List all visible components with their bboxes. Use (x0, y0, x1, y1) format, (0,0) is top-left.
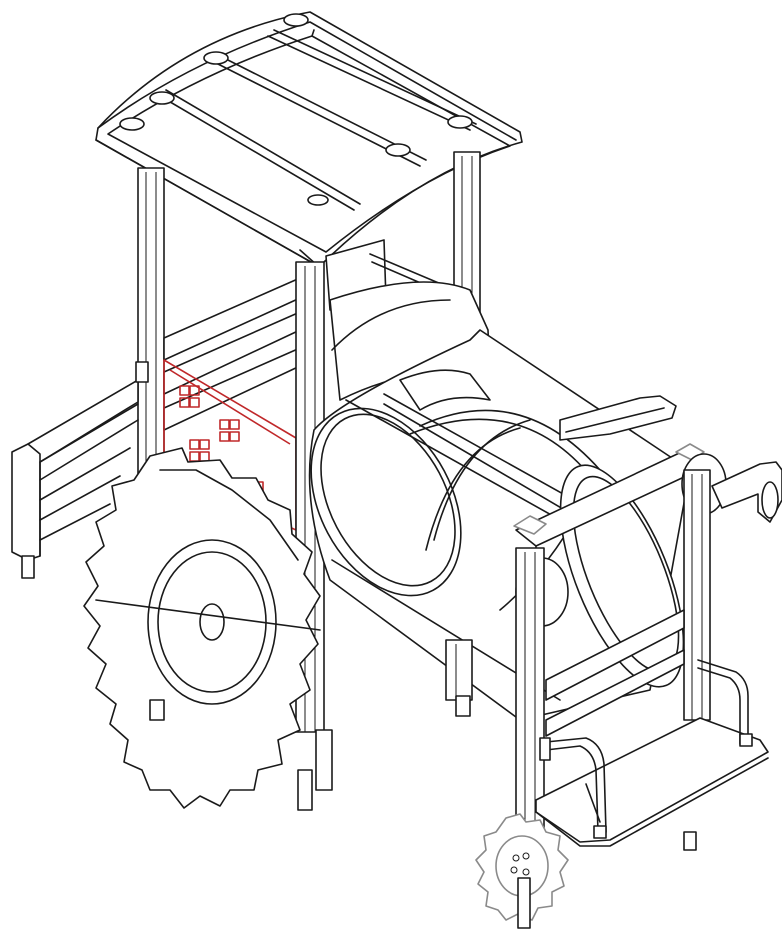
large-rear-wheel (83, 447, 321, 811)
panel-window-icon (219, 419, 240, 442)
mid-posts (315, 639, 473, 791)
canopy-roof (95, 11, 523, 267)
panel-window-icon (179, 385, 200, 408)
small-front-wheel (475, 813, 569, 929)
hood-ramp (559, 395, 677, 441)
tunnel-cylinder (308, 281, 691, 721)
rear-hitch (711, 461, 782, 523)
step-platform (535, 659, 769, 851)
panel-window-icon (189, 439, 210, 462)
left-fence (11, 379, 139, 579)
